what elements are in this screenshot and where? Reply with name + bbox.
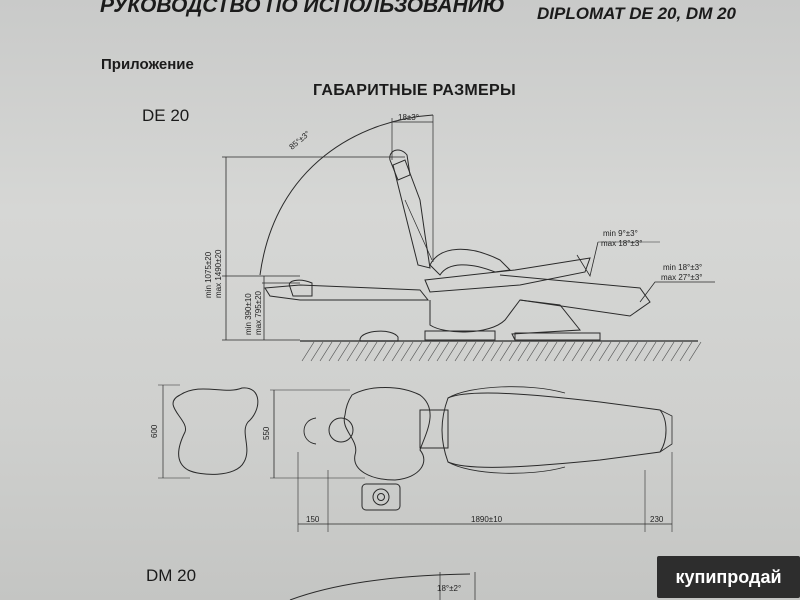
headrest-top: [172, 387, 259, 475]
backrest-upright: [392, 159, 431, 269]
floor-hatch-line: [670, 341, 684, 362]
foot-pedal: [359, 330, 399, 342]
section-title: ГАБАРИТНЫЕ РАЗМЕРЫ: [313, 82, 516, 99]
model-label-dm20: DM 20: [146, 566, 197, 585]
floor-hatch-line: [535, 341, 549, 362]
floor-hatch-line: [553, 341, 567, 362]
floor-hatch-line: [598, 341, 612, 362]
floor-hatch-line: [445, 341, 459, 362]
seat-body-top: [441, 392, 667, 468]
floor-hatch-line: [679, 341, 693, 362]
seat-angle-max-label: max 18°±3°: [601, 239, 642, 248]
watermark-logo: купипродай: [657, 556, 800, 598]
dim-left-offset: 150: [306, 515, 320, 524]
model-label-de20: DE 20: [142, 106, 190, 125]
seat-profile: [424, 257, 591, 293]
header-model-title: DIPLOMAT DE 20, DM 20: [537, 4, 736, 23]
dm20-angle-label: 18°±2°: [437, 584, 461, 593]
angle-headrest-label: 18±3°: [398, 113, 419, 122]
floor-hatch-line: [418, 341, 432, 362]
floor-hatch-line: [472, 341, 486, 362]
chair-head-top: [343, 387, 431, 481]
dim-total-length: 1890±10: [471, 515, 503, 524]
floor-hatch-line: [436, 341, 450, 362]
floor-hatch-line: [400, 341, 414, 362]
floor-hatch-line: [427, 341, 441, 362]
floor-hatch-line: [652, 341, 666, 362]
floor-hatch-line: [571, 341, 585, 362]
floor-hatch-line: [301, 341, 315, 362]
floor-hatch-line: [643, 341, 657, 362]
floor-hatch-line: [337, 341, 351, 362]
height-total-max-label: max 1490±20: [214, 249, 223, 298]
floor-hatch-line: [499, 341, 513, 362]
dim-headrest-width: 600: [150, 424, 159, 438]
floor-hatch-line: [346, 341, 360, 362]
floor-hatch: [300, 340, 698, 342]
floor-hatch-line: [319, 341, 333, 362]
pedal-top: [361, 483, 401, 511]
floor-hatch-line: [373, 341, 387, 362]
floor-hatch-line: [454, 341, 468, 362]
floor-hatch-line: [508, 341, 522, 362]
seat-angle-min-label: min 9°±3°: [603, 229, 638, 238]
leg-angle-max-label: max 27°±3°: [661, 273, 702, 282]
side-view-drawing: [222, 114, 715, 362]
armrest: [429, 248, 512, 276]
backrest-sweep-arc: [259, 114, 434, 276]
height-total-min-label: min 1075±20: [204, 251, 213, 298]
leg-angle-min-label: min 18°±3°: [663, 263, 702, 272]
floor-hatch-line: [580, 341, 594, 362]
floor-hatch-line: [382, 341, 396, 362]
floor-hatch-line: [562, 341, 576, 362]
dim-right-offset: 230: [650, 515, 664, 524]
neck-connector: [419, 409, 449, 449]
floor-hatch-line: [364, 341, 378, 362]
header-title: РУКОВОДСТВО ПО ИСПОЛЬЗОВАНИЮ: [100, 0, 505, 17]
appendix-label: Приложение: [101, 56, 194, 73]
floor-hatch-line: [355, 341, 369, 362]
floor-hatch-line: [490, 341, 504, 362]
floor-hatch-line: [517, 341, 531, 362]
floor-hatch-line: [607, 341, 621, 362]
floor-hatch-line: [634, 341, 648, 362]
floor-hatch-line: [616, 341, 630, 362]
floor-hatch-line: [625, 341, 639, 362]
floor-hatch-line: [544, 341, 558, 362]
chair-base: [429, 299, 581, 341]
floor-hatch-line: [328, 341, 342, 362]
floor-hatch-line: [661, 341, 675, 362]
floor-hatch-line: [409, 341, 423, 362]
floor-hatch-line: [481, 341, 495, 362]
headrest-knob: [328, 417, 354, 443]
floor-hatch-line: [391, 341, 405, 362]
dim-seat-width: 550: [262, 426, 271, 440]
dm20-partial-drawing: [289, 572, 476, 600]
floor-hatch-line: [463, 341, 477, 362]
backrest-reclined: [264, 284, 430, 301]
height-seat-max-label: max 795±20: [254, 290, 263, 335]
angle-backrest-label: 85°±3°: [288, 129, 312, 151]
floor-hatch-line: [589, 341, 603, 362]
floor-hatch-lines: [301, 341, 702, 362]
floor-hatch-line: [310, 341, 324, 362]
floor-hatch-line: [526, 341, 540, 362]
height-seat-min-label: min 390±10: [244, 293, 253, 335]
floor-hatch-line: [688, 341, 702, 362]
top-view-drawing: [158, 384, 673, 532]
